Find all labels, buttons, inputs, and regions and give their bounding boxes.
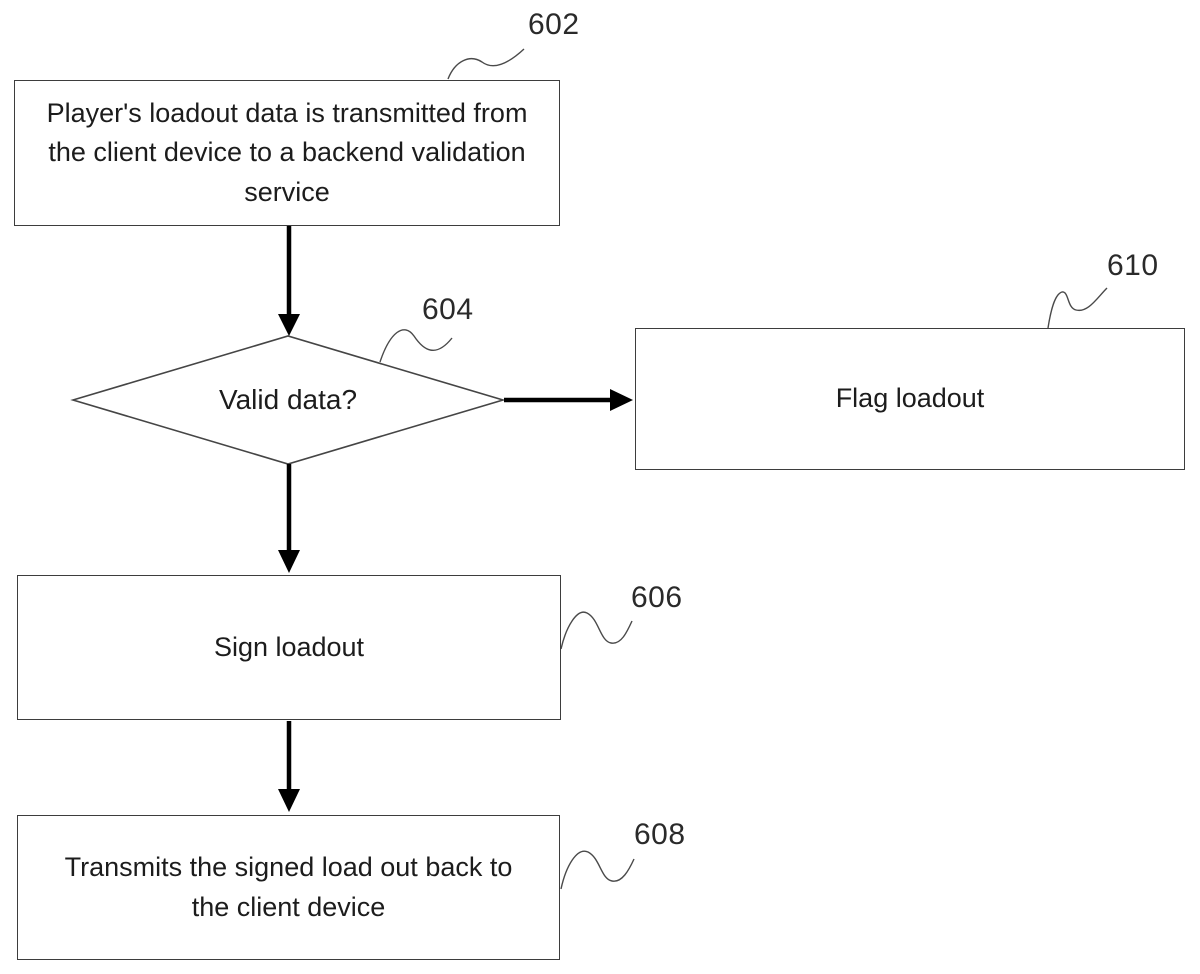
process-box-608-label: Transmits the signed load out back to th… [64,852,513,922]
process-box-602: Player's loadout data is transmitted fro… [14,80,560,226]
ref-label-606: 606 [631,581,683,614]
arrowhead-606-608 [278,789,300,812]
ref-label-602: 602 [528,8,580,41]
arrowhead-602-604 [278,314,300,336]
process-box-608: Transmits the signed load out back to th… [17,815,560,960]
decision-diamond-604 [70,335,506,465]
process-box-602-label: Player's loadout data is transmitted fro… [46,98,528,207]
leader-line-602 [447,48,525,80]
ref-label-610: 610 [1107,249,1159,282]
process-box-606-label: Sign loadout [213,631,365,662]
leader-line-610 [1047,287,1108,329]
process-box-606: Sign loadout [17,575,561,720]
leader-line-604 [379,329,453,363]
process-box-610: Flag loadout [635,328,1185,470]
ref-label-608: 608 [634,818,686,851]
arrowhead-604-606 [278,550,300,573]
leader-line-606 [560,611,633,650]
ref-label-604: 604 [422,293,474,326]
leader-line-608 [560,850,635,890]
process-box-610-label: Flag loadout [835,383,985,414]
arrowhead-604-610 [610,389,633,411]
